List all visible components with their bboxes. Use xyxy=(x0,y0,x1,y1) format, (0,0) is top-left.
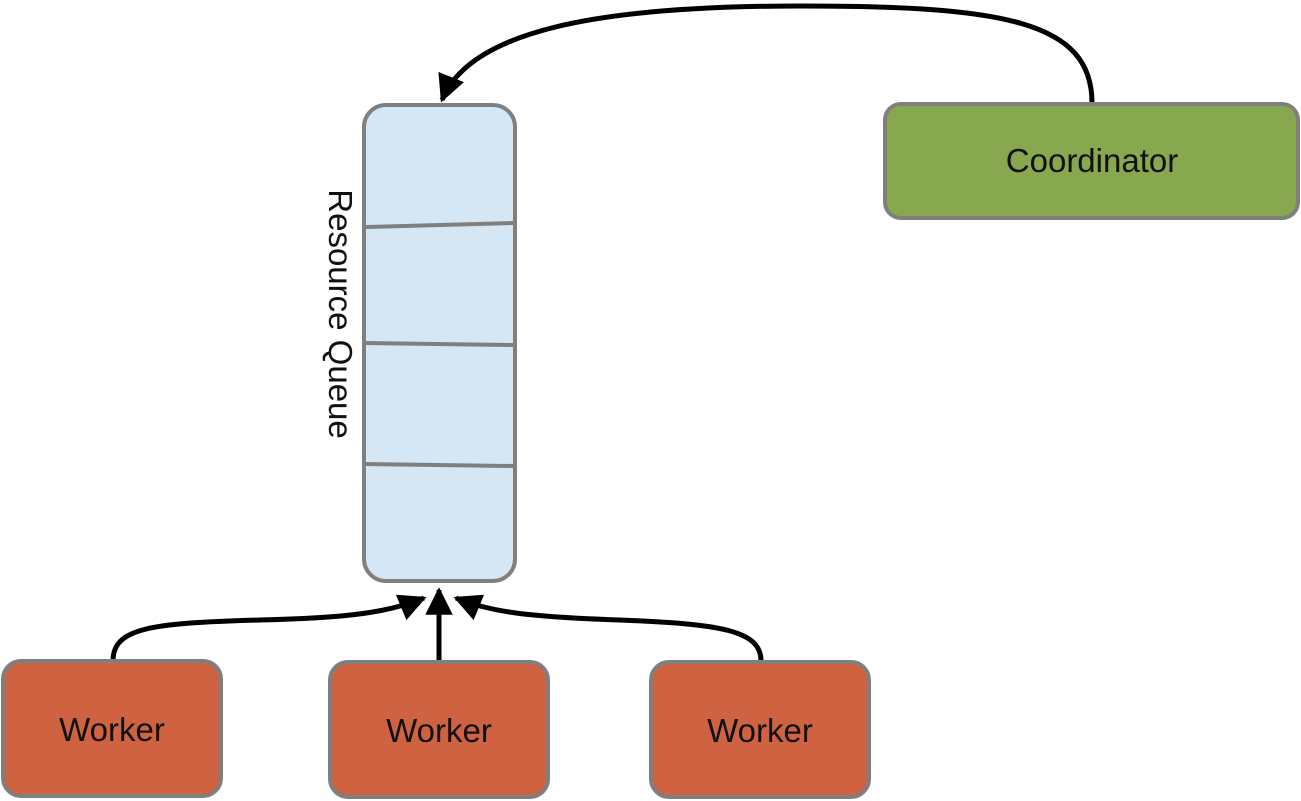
edge-worker-1-to-queue xyxy=(110,594,427,662)
worker-node: Worker xyxy=(649,660,871,799)
queue-label: Resource Queue xyxy=(322,189,359,438)
edges xyxy=(110,3,1095,662)
worker-box xyxy=(328,660,550,799)
queue-slot-divider xyxy=(365,462,514,468)
worker-label: Worker xyxy=(59,711,165,748)
worker-node: Worker xyxy=(1,659,223,798)
worker-label: Worker xyxy=(707,712,813,749)
worker-box xyxy=(1,659,223,798)
coordinator-label: Coordinator xyxy=(1006,142,1178,179)
worker-node: Worker xyxy=(328,660,550,799)
edge-coordinator-to-queue xyxy=(438,3,1095,104)
coordinator-box xyxy=(883,102,1300,220)
resource-queue: Resource Queue xyxy=(322,103,517,583)
coordinator-node: Coordinator xyxy=(883,102,1300,220)
worker-label: Worker xyxy=(386,712,492,749)
edge-worker-3-to-queue xyxy=(453,594,764,662)
queue-slot-divider xyxy=(365,341,514,347)
worker-box xyxy=(649,660,871,799)
queue-slot-divider xyxy=(365,221,514,229)
